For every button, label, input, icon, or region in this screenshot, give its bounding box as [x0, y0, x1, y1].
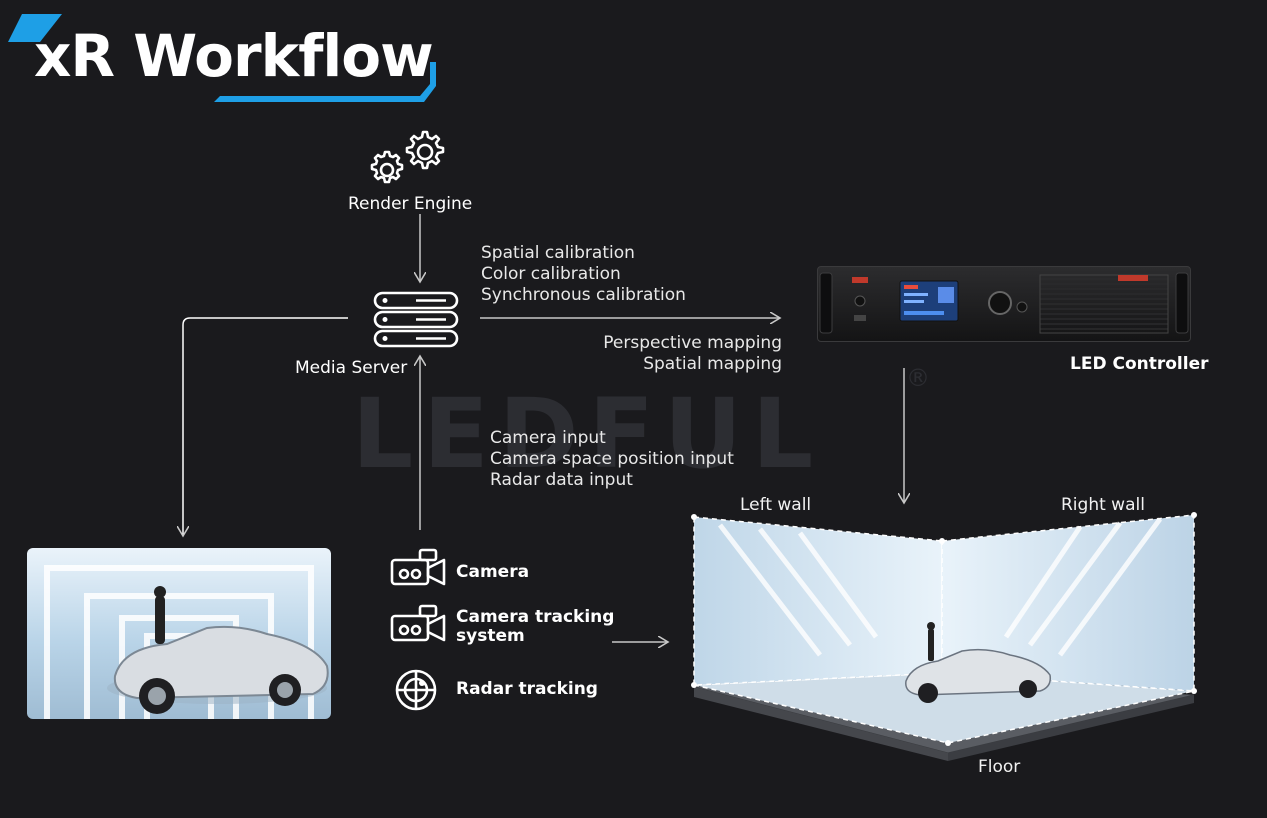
input-list: Camera input Camera space position input… [490, 428, 734, 491]
led-controller-label: LED Controller [1070, 354, 1209, 374]
calibration-item: Color calibration [481, 264, 621, 284]
render-engine-label: Render Engine [348, 194, 473, 214]
calibration-list: Spatial calibration Color calibration Sy… [481, 243, 686, 306]
input-item: Camera input [490, 428, 606, 448]
title-accent-bottom [214, 62, 436, 102]
calibration-item: Spatial calibration [481, 243, 635, 263]
calibration-item: Synchronous calibration [481, 285, 686, 305]
source-tracking-line: Camera tracking [456, 607, 615, 627]
preview-scene [44, 565, 329, 719]
watermark-registered: ® [906, 364, 930, 392]
media-server-label: Media Server [295, 358, 408, 378]
camera-icon [390, 548, 446, 586]
mapping-item: Spatial mapping [643, 354, 782, 374]
page-title: xR Workflow [34, 22, 434, 90]
led-controller-front-panel [819, 272, 1189, 334]
preview-image [27, 548, 331, 719]
radar-icon [395, 669, 437, 711]
left-wall-label: Left wall [740, 495, 812, 515]
arrow-server-to-preview [183, 317, 348, 536]
floor-label: Floor [978, 757, 1021, 777]
mapping-list: Perspective mapping Spatial mapping [580, 333, 782, 375]
input-item: Radar data input [490, 470, 633, 490]
right-wall-label: Right wall [1061, 495, 1145, 515]
source-camera-label: Camera [456, 562, 530, 582]
title-accent-top [8, 14, 62, 42]
led-controller-device [817, 266, 1191, 342]
mapping-item: Perspective mapping [603, 333, 782, 353]
title-badge [8, 14, 436, 102]
input-item: Camera space position input [490, 449, 734, 469]
source-tracking-label: Camera tracking system [456, 608, 614, 646]
source-tracking-line: system [456, 626, 525, 646]
source-radar-label: Radar tracking [456, 679, 598, 699]
watermark: LEDFUL [352, 378, 824, 490]
camera-tracking-icon [390, 604, 446, 642]
xr-stage [691, 512, 1197, 761]
server-icon [373, 291, 459, 348]
gears-icon [370, 130, 445, 184]
